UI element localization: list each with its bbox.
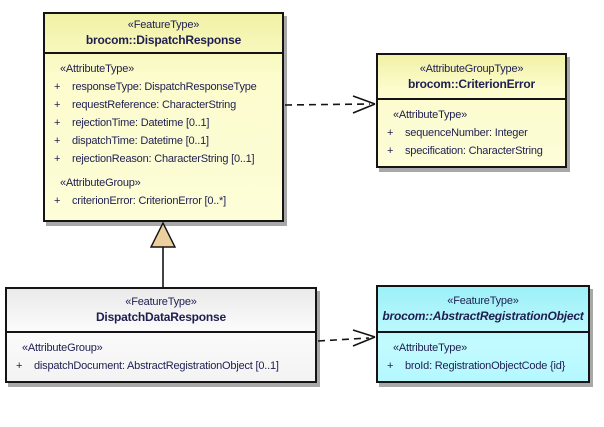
attribute-text: broId: RegistrationObjectCode {id} (405, 360, 566, 372)
class-box-abstract-registration-object: «FeatureType» brocom::AbstractRegistrati… (376, 285, 590, 383)
visibility-plus: + (54, 99, 61, 111)
class-body: «AttributeType» + broId: RegistrationObj… (378, 333, 588, 378)
generalization-triangle-icon (149, 221, 177, 248)
class-header: «AttributeGroupType» brocom::CriterionEr… (378, 55, 565, 100)
attribute-text: dispatchTime: Datetime [0..1] (72, 135, 209, 147)
class-name: brocom::AbstractRegistrationObject (382, 309, 584, 323)
attribute-row: + dispatchDocument: AbstractRegistration… (13, 357, 311, 375)
attribute-row: + broId: RegistrationObjectCode {id} (384, 357, 584, 375)
attribute-group-section: «AttributeGroup» + criterionError: Crite… (51, 175, 278, 210)
attribute-text: criterionError: CriterionError [0..*] (72, 195, 226, 207)
attribute-row: + specification: CharacterString (384, 142, 561, 160)
class-box-dispatch-response: «FeatureType» brocom::DispatchResponse «… (43, 12, 284, 222)
visibility-plus: + (54, 153, 61, 165)
class-stereotype: «FeatureType» (127, 19, 200, 31)
attribute-row: + rejectionReason: CharacterString [0..1… (51, 150, 278, 168)
attribute-text: dispatchDocument: AbstractRegistrationOb… (34, 360, 279, 372)
class-stereotype: «AttributeGroupType» (419, 62, 524, 75)
attribute-row: + criterionError: CriterionError [0..*] (51, 192, 278, 210)
visibility-plus: + (387, 360, 394, 372)
class-header: «FeatureType» brocom::AbstractRegistrati… (378, 287, 588, 333)
visibility-plus: + (16, 360, 23, 372)
class-stereotype: «FeatureType» (447, 295, 519, 307)
section-stereotype: «AttributeGroup» (60, 177, 141, 189)
attribute-text: rejectionReason: CharacterString [0..1] (72, 153, 255, 165)
generalization-arrow-dispatchdataresponse-to-dispatchresponse (149, 221, 177, 287)
attribute-row: + rejectionTime: Datetime [0..1] (51, 114, 278, 132)
section-stereotype: «AttributeGroup» (22, 342, 103, 354)
class-body: «AttributeGroup» + dispatchDocument: Abs… (7, 333, 315, 378)
attribute-text: responseType: DispatchResponseType (72, 81, 257, 93)
attribute-text: rejectionTime: Datetime [0..1] (72, 117, 210, 129)
attribute-section: «AttributeType» + responseType: Dispatch… (51, 61, 278, 168)
class-body: «AttributeType» + responseType: Dispatch… (45, 54, 282, 213)
class-stereotype: «FeatureType» (125, 296, 197, 308)
attribute-row: + requestReference: CharacterString (51, 96, 278, 114)
class-box-dispatch-data-response: «FeatureType» DispatchDataResponse «Attr… (5, 287, 317, 383)
visibility-plus: + (54, 135, 61, 147)
visibility-plus: + (54, 195, 61, 207)
class-body: «AttributeType» + sequenceNumber: Intege… (378, 100, 565, 163)
attribute-section: «AttributeType» + sequenceNumber: Intege… (384, 107, 561, 160)
dependency-arrow-dispatchdataresponse-to-abstractregistrationobject (317, 329, 376, 347)
visibility-plus: + (387, 127, 394, 139)
attribute-row: + dispatchTime: Datetime [0..1] (51, 132, 278, 150)
attribute-section: «AttributeType» + broId: RegistrationObj… (384, 340, 584, 375)
attribute-text: specification: CharacterString (405, 145, 543, 157)
section-stereotype: «AttributeType» (393, 109, 468, 121)
class-name: DispatchDataResponse (95, 310, 227, 324)
attribute-text: requestReference: CharacterString (72, 99, 236, 111)
class-box-criterion-error: «AttributeGroupType» brocom::CriterionEr… (376, 53, 567, 168)
class-name: brocom::CriterionError (408, 76, 535, 91)
visibility-plus: + (54, 81, 61, 93)
dependency-arrow-dispatchresponse-to-criterionerror (284, 95, 376, 114)
class-header: «FeatureType» DispatchDataResponse (7, 289, 315, 333)
attribute-row: + sequenceNumber: Integer (384, 124, 561, 142)
attribute-group-section: «AttributeGroup» + dispatchDocument: Abs… (13, 340, 311, 375)
attribute-text: sequenceNumber: Integer (405, 127, 528, 139)
section-stereotype: «AttributeType» (60, 63, 135, 75)
visibility-plus: + (54, 117, 61, 129)
visibility-plus: + (387, 145, 394, 157)
section-stereotype: «AttributeType» (393, 342, 468, 354)
attribute-row: + responseType: DispatchResponseType (51, 78, 278, 96)
class-name: brocom::DispatchResponse (85, 33, 242, 47)
class-header: «FeatureType» brocom::DispatchResponse (45, 14, 282, 54)
